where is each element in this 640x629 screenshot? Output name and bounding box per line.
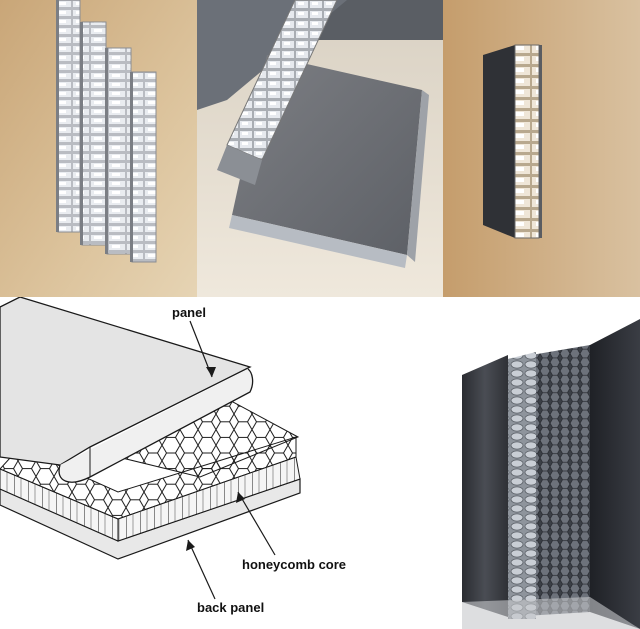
label-honeycomb-core: honeycomb core xyxy=(242,557,347,572)
honeycomb-render xyxy=(440,297,640,629)
photo-vertical-panel xyxy=(443,0,640,297)
label-back-panel: back panel xyxy=(197,600,265,615)
photo-leaning-panel xyxy=(197,0,443,297)
label-panel: panel xyxy=(172,305,206,320)
sandwich-panel-diagram xyxy=(0,297,440,629)
photo-stepped-samples xyxy=(0,0,197,297)
